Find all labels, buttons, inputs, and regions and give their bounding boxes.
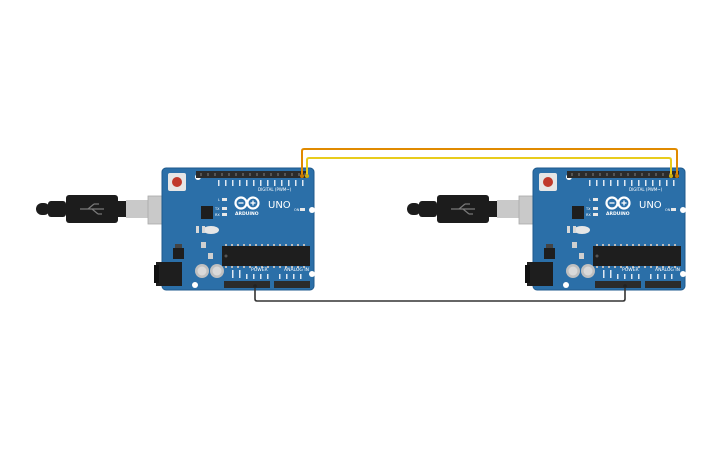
led-tx-label: TX <box>214 207 220 211</box>
digital-header[interactable] <box>567 171 679 178</box>
analog-label: ANALOG IN <box>284 267 309 273</box>
usb-controller-chip <box>201 206 213 219</box>
wire-ground[interactable] <box>254 286 626 302</box>
led-tx <box>593 207 598 210</box>
wire-endpoint[interactable] <box>675 174 679 178</box>
wire-endpoint[interactable] <box>669 174 673 178</box>
digital-header[interactable] <box>196 171 308 178</box>
regulator-tab <box>546 244 553 248</box>
arduino-board-right[interactable]: DIGITAL (PWM~) L TX RX ON ARDUINO UNO <box>407 167 686 291</box>
led-on <box>671 208 676 211</box>
led-l <box>222 198 227 201</box>
brand-label: ARDUINO <box>606 211 630 217</box>
mounting-hole <box>309 207 315 213</box>
power-pin-labels <box>232 270 302 279</box>
usb-symbol-icon <box>80 203 104 215</box>
electrolytic-capacitor <box>195 264 209 278</box>
led-on-label: ON <box>294 208 300 212</box>
usb-cable-strain-relief <box>48 201 66 217</box>
reset-button[interactable] <box>168 173 186 191</box>
regulator-tab <box>175 244 182 248</box>
regulator <box>544 248 555 259</box>
capacitor <box>196 226 199 233</box>
digital-pin-labels <box>589 180 675 186</box>
led-rx <box>593 213 598 216</box>
electrolytic-capacitor <box>566 264 580 278</box>
led-l-label: L <box>218 198 220 202</box>
analog-header[interactable] <box>274 281 310 288</box>
power-pin-labels <box>603 270 673 279</box>
led-l-label: L <box>589 198 591 202</box>
usb-plug-metal <box>126 200 148 218</box>
mounting-hole <box>309 271 315 277</box>
wire-orange[interactable] <box>301 148 678 176</box>
microcontroller-chip <box>222 244 310 268</box>
capacitor <box>573 226 576 233</box>
power-header[interactable] <box>595 281 641 288</box>
mounting-hole <box>680 271 686 277</box>
brand-label: ARDUINO <box>235 211 259 217</box>
small-component <box>208 253 213 259</box>
arduino-logo-icon <box>234 196 260 210</box>
mounting-hole <box>680 207 686 213</box>
logo-symbols <box>609 200 627 206</box>
led-rx-label: RX <box>586 213 591 217</box>
power-label: POWER <box>251 267 268 273</box>
digital-pin-labels <box>218 180 304 186</box>
power-jack[interactable] <box>527 262 553 286</box>
power-label: POWER <box>622 267 639 273</box>
small-component <box>572 242 577 248</box>
wire-endpoint[interactable] <box>623 284 627 288</box>
model-label: UNO <box>268 200 291 211</box>
digital-label: DIGITAL (PWM~) <box>629 187 663 192</box>
analog-header[interactable] <box>645 281 681 288</box>
usb-cable-right[interactable] <box>407 195 546 225</box>
electrolytic-capacitor <box>581 264 595 278</box>
usb-cable-plug-tip <box>407 203 421 215</box>
regulator <box>173 248 184 259</box>
wire-endpoint[interactable] <box>253 284 257 288</box>
microcontroller-chip <box>593 244 681 268</box>
mounting-hole <box>192 282 198 288</box>
power-jack[interactable] <box>156 262 182 286</box>
led-tx <box>222 207 227 210</box>
digital-pins <box>200 173 306 176</box>
usb-cable-left[interactable] <box>36 195 175 225</box>
usb-symbol-icon <box>451 203 475 215</box>
small-component <box>201 242 206 248</box>
led-tx-label: TX <box>585 207 591 211</box>
crystal-oscillator <box>203 226 219 234</box>
power-jack-face <box>154 265 159 283</box>
arduino-board-left[interactable]: DIGITAL (PWM~) L TX RX ON ARDUINO UNO <box>36 167 315 291</box>
logo-symbols <box>238 200 256 206</box>
power-header[interactable] <box>224 281 270 288</box>
wire-endpoint[interactable] <box>305 174 309 178</box>
led-rx <box>222 213 227 216</box>
mounting-hole <box>563 282 569 288</box>
usb-cable-neck <box>489 201 497 217</box>
led-l <box>593 198 598 201</box>
led-on <box>300 208 305 211</box>
analog-label: ANALOG IN <box>655 267 680 273</box>
led-rx-label: RX <box>215 213 220 217</box>
small-component <box>579 253 584 259</box>
arduino-logo-icon <box>605 196 631 210</box>
wire-endpoint[interactable] <box>300 174 304 178</box>
usb-cable-neck <box>118 201 126 217</box>
usb-plug-metal <box>497 200 519 218</box>
usb-cable-strain-relief <box>419 201 437 217</box>
digital-label: DIGITAL (PWM~) <box>258 187 292 192</box>
reset-button[interactable] <box>539 173 557 191</box>
crystal-oscillator <box>574 226 590 234</box>
capacitor <box>202 226 205 233</box>
wire-yellow[interactable] <box>306 157 672 176</box>
capacitor <box>567 226 570 233</box>
usb-controller-chip <box>572 206 584 219</box>
usb-cable-plug-tip <box>36 203 50 215</box>
model-label: UNO <box>639 200 662 211</box>
electrolytic-capacitor <box>210 264 224 278</box>
power-jack-face <box>525 265 530 283</box>
led-on-label: ON <box>665 208 671 212</box>
